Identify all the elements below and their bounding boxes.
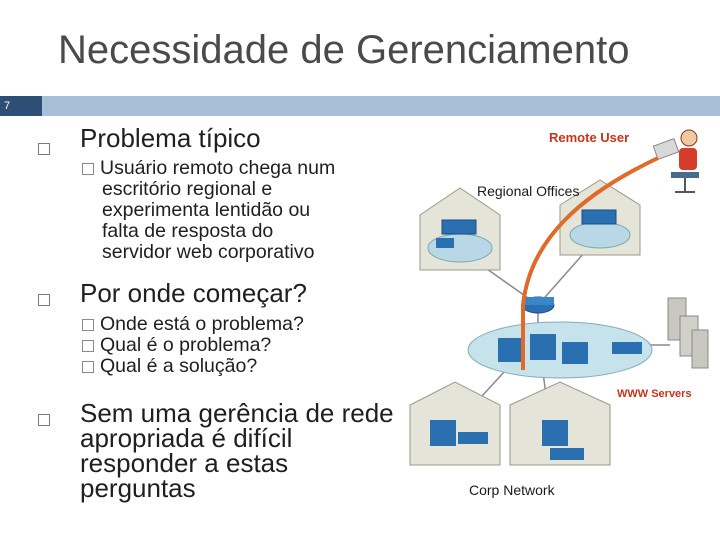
label-remote-user: Remote User [549,130,630,145]
www-servers-icon [667,297,709,369]
header-band [0,96,720,116]
label-corp-network: Corp Network [469,482,555,498]
sub-bullet-icon [82,319,94,331]
regional-office-left-icon [419,187,501,271]
sub-bullet-icon [82,163,94,175]
core-network-icon [467,321,653,379]
traffic-path [521,156,659,370]
corp-network-right-icon [509,381,611,466]
slide-number: 7 [0,96,42,116]
bullet-por-onde: Por onde começar? [80,278,307,308]
label-regional-offices: Regional Offices [477,183,580,199]
bullet-problema: Problema típico [80,123,261,153]
label-www-servers: WWW Servers [617,388,692,400]
bullet-icon [38,414,50,426]
bullet-icon [38,143,50,155]
slide-title: Necessidade de Gerenciamento [58,28,630,72]
corp-network-left-icon [409,381,501,466]
sub-bullet-usuario: Usuário remoto chega num escritório regi… [82,158,335,263]
bullet-sem-gerencia: Sem uma gerência de rede apropriada é di… [80,398,394,503]
network-diagram [409,129,709,466]
remote-user-icon [652,129,699,193]
bullet-icon [38,294,50,306]
sub-bullets-questions: Onde está o problema? Qual é o problema?… [82,314,304,377]
router-icon [521,296,555,314]
sub-bullet-icon [82,340,94,352]
sub-bullet-icon [82,361,94,373]
regional-office-right-icon [559,179,641,256]
